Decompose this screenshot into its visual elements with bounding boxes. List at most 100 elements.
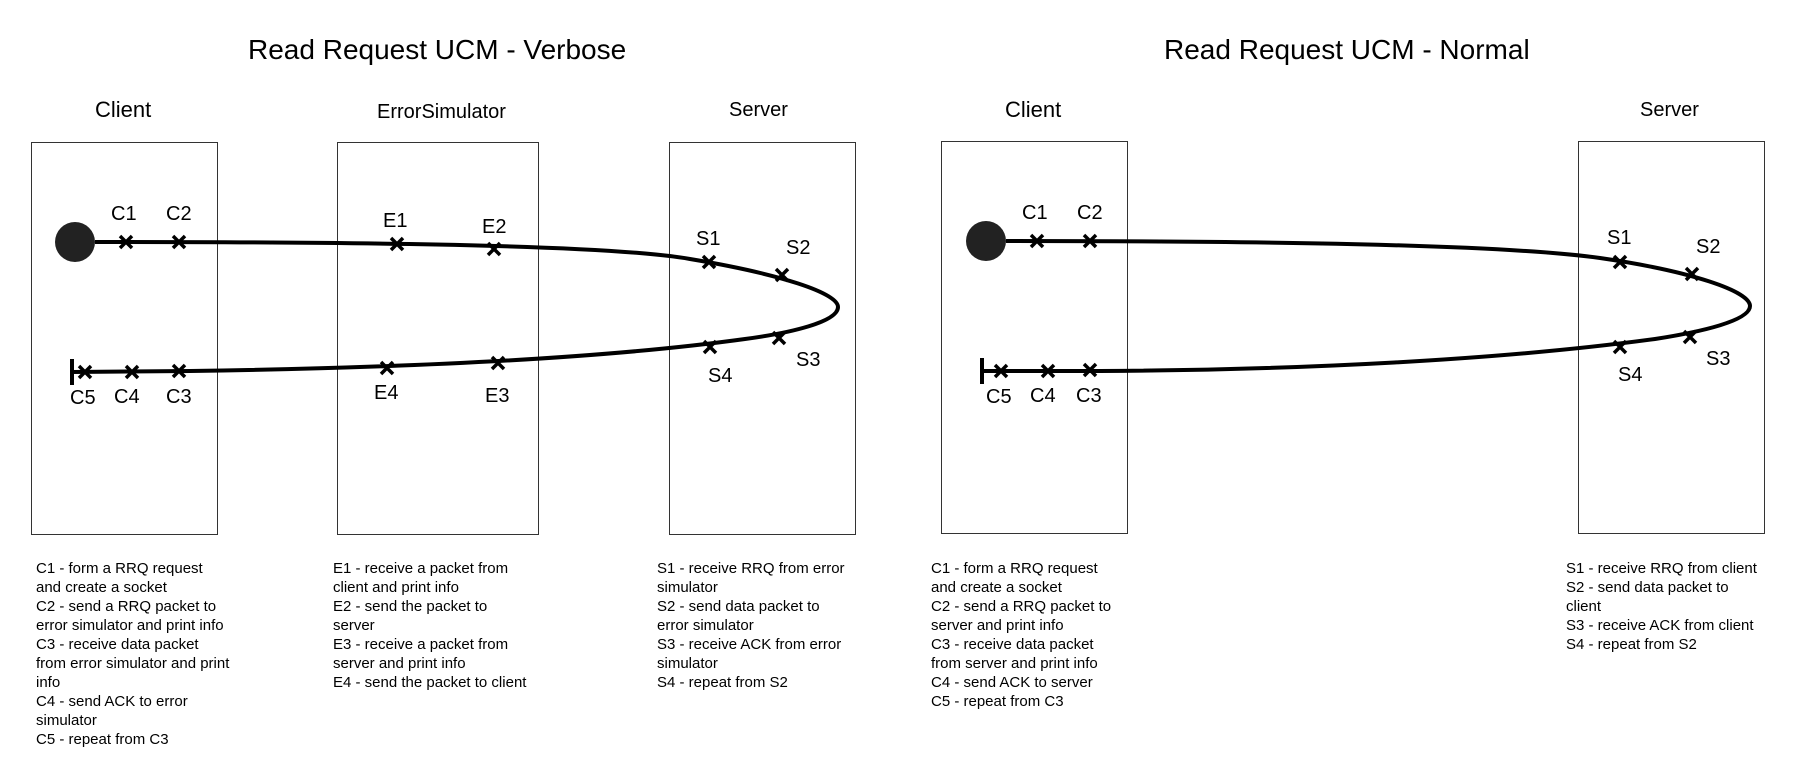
- legend-line: S4 - repeat from S2: [1566, 636, 1697, 653]
- legend-line: C4 - send ACK to error: [36, 693, 188, 710]
- legend-line: and create a socket: [931, 579, 1062, 596]
- legend-server-verbose: S1 - receive RRQ from error simulator S2…: [657, 559, 845, 692]
- legend-line: S4 - repeat from S2: [657, 674, 788, 691]
- marker-c1: C1: [111, 203, 137, 250]
- cross-icon: [171, 363, 187, 379]
- legend-line: C5 - repeat from C3: [931, 693, 1064, 710]
- legend-server-normal: S1 - receive RRQ from client S2 - send d…: [1566, 559, 1757, 654]
- path-line: [982, 239, 1753, 373]
- legend-line: info: [36, 674, 61, 691]
- marker-label: C5: [986, 386, 1012, 408]
- start-point-icon: [966, 221, 1006, 261]
- legend-line: C2 - send a RRQ packet to: [931, 598, 1112, 615]
- marker-e1: E1: [383, 210, 407, 252]
- legend-line: C2 - send a RRQ packet to: [36, 598, 217, 615]
- cross-icon: [1082, 362, 1098, 378]
- marker-label: E4: [374, 382, 398, 404]
- cross-icon: [490, 355, 506, 371]
- lane-title-server: Server: [729, 99, 788, 121]
- legend-line: C1 - form a RRQ request: [36, 560, 203, 577]
- marker-label: C5: [70, 387, 96, 409]
- legend-errorsimulator-verbose: E1 - receive a packet from client and pr…: [333, 559, 526, 692]
- cross-icon: [1682, 329, 1698, 345]
- marker-s1: S1: [696, 228, 720, 270]
- ucm-path-verbose: C1 C2 E1 E2 S1 S2 S3 S4: [55, 203, 841, 409]
- lane-title-server: Server: [1640, 99, 1699, 121]
- marker-label: C3: [1076, 385, 1102, 407]
- marker-e4: E4: [374, 360, 398, 404]
- legend-line: C4 - send ACK to server: [931, 674, 1093, 691]
- legend-line: S3 - receive ACK from error: [657, 636, 842, 653]
- legend-line: E3 - receive a packet from: [333, 636, 509, 653]
- marker-c1: C1: [1022, 202, 1048, 249]
- lane-box-server: [1578, 141, 1765, 534]
- marker-label: S1: [696, 228, 720, 250]
- marker-label: E1: [383, 210, 407, 232]
- path-line: [71, 240, 841, 374]
- marker-label: S2: [786, 237, 810, 259]
- marker-label: S2: [1696, 236, 1720, 258]
- marker-c2: C2: [1077, 202, 1103, 249]
- legend-line: S2 - send data packet to: [1566, 579, 1729, 596]
- marker-label: C4: [1030, 385, 1056, 407]
- lane-box-client: [941, 141, 1128, 534]
- marker-e3: E3: [485, 355, 509, 407]
- legend-line: E1 - receive a packet from: [333, 560, 509, 577]
- cross-icon: [118, 234, 134, 250]
- marker-label: C1: [111, 203, 137, 225]
- legend-line: E4 - send the packet to client: [333, 674, 527, 691]
- marker-s4: S4: [1612, 339, 1642, 386]
- cross-icon: [379, 360, 395, 376]
- diagram-title-normal: Read Request UCM - Normal: [1164, 34, 1530, 65]
- cross-icon: [701, 254, 717, 270]
- legend-line: S1 - receive RRQ from error: [657, 560, 845, 577]
- legend-line: error simulator: [657, 617, 754, 634]
- cross-icon: [1040, 363, 1056, 379]
- legend-client-normal: C1 - form a RRQ request and create a soc…: [931, 559, 1111, 711]
- marker-c5: C5: [70, 364, 96, 409]
- cross-icon: [993, 363, 1009, 379]
- legend-line: server: [333, 617, 375, 634]
- marker-label: C3: [166, 386, 192, 408]
- cross-icon: [1684, 266, 1700, 282]
- marker-c4: C4: [114, 364, 140, 408]
- cross-icon: [1612, 254, 1628, 270]
- cross-icon: [77, 364, 93, 380]
- legend-line: E2 - send the packet to: [333, 598, 488, 615]
- start-point-icon: [55, 222, 95, 262]
- legend-line: and create a socket: [36, 579, 167, 596]
- marker-c4: C4: [1030, 363, 1056, 407]
- marker-e2: E2: [482, 216, 506, 257]
- legend-line: S1 - receive RRQ from client: [1566, 560, 1757, 577]
- lane-box-client: [31, 142, 218, 535]
- cross-icon: [1612, 339, 1628, 355]
- legend-line: S2 - send data packet to: [657, 598, 820, 615]
- cross-icon: [771, 330, 787, 346]
- legend-line: simulator: [657, 655, 718, 672]
- cross-icon: [702, 339, 718, 355]
- marker-s2: S2: [1684, 236, 1720, 282]
- marker-label: E2: [482, 216, 506, 238]
- legend-line: server and print info: [333, 655, 466, 672]
- marker-label: S4: [1618, 364, 1642, 386]
- legend-line: C1 - form a RRQ request: [931, 560, 1098, 577]
- marker-label: E3: [485, 385, 509, 407]
- marker-c2: C2: [166, 203, 192, 250]
- marker-s3: S3: [771, 330, 820, 371]
- legend-line: C3 - receive data packet: [931, 636, 1094, 653]
- cross-icon: [1029, 233, 1045, 249]
- marker-s3: S3: [1682, 329, 1730, 370]
- legend-line: client: [1566, 598, 1602, 615]
- legend-line: simulator: [36, 712, 97, 729]
- marker-label: S3: [1706, 348, 1730, 370]
- marker-s1: S1: [1607, 227, 1631, 270]
- marker-label: C1: [1022, 202, 1048, 224]
- lane-box-server: [669, 142, 856, 535]
- legend-line: error simulator and print info: [36, 617, 224, 634]
- cross-icon: [774, 267, 790, 283]
- cross-icon: [389, 236, 405, 252]
- legend-line: from server and print info: [931, 655, 1098, 672]
- legend-line: C3 - receive data packet: [36, 636, 199, 653]
- diagram-title-verbose: Read Request UCM - Verbose: [248, 34, 627, 65]
